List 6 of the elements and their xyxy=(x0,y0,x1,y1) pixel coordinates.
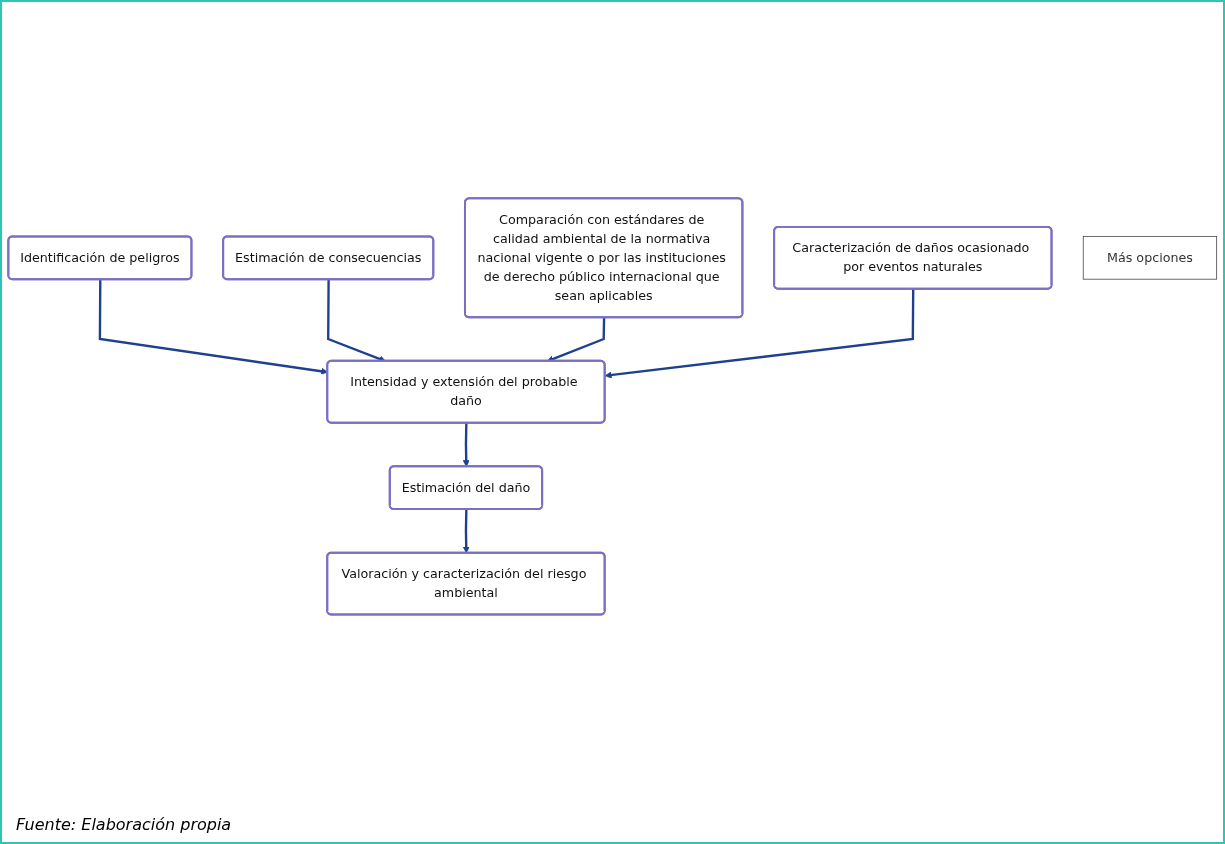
arrow xyxy=(98,279,328,375)
arrow xyxy=(604,289,915,379)
node-box: Más opciones xyxy=(1082,236,1218,280)
caption: Fuente: Elaboración propia xyxy=(15,814,233,836)
arrow xyxy=(462,423,470,468)
arrow xyxy=(462,509,470,554)
